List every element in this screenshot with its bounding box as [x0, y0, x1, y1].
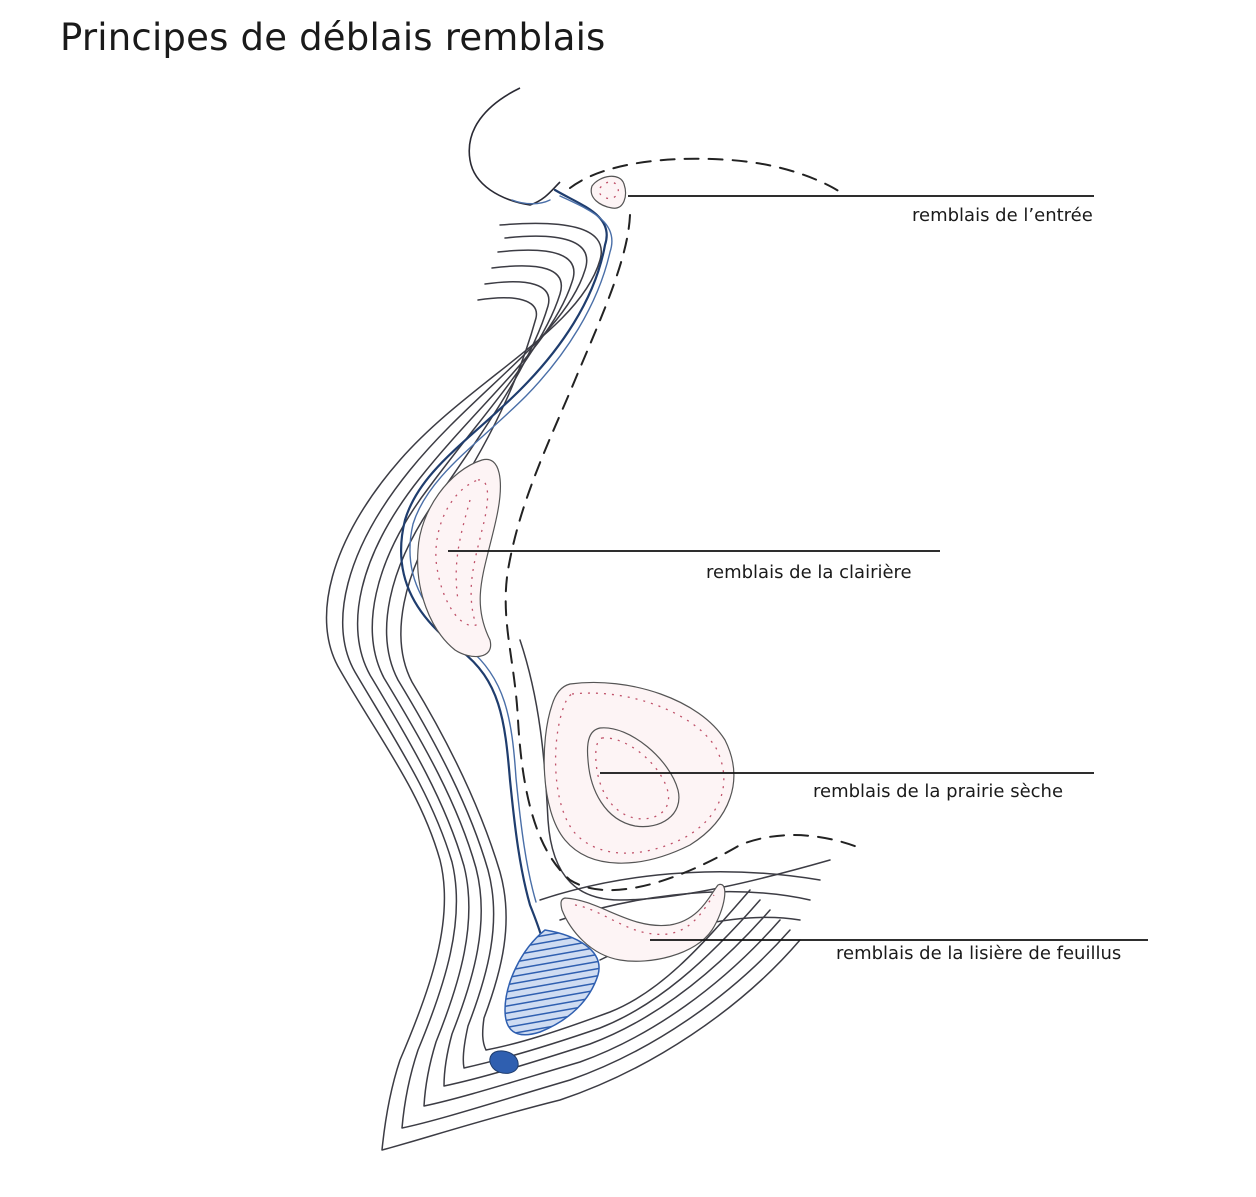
stream-edge: [511, 199, 551, 205]
dashed-path-main: [504, 214, 861, 892]
label-prairie: remblais de la prairie sèche: [813, 781, 1064, 802]
stream-line: [400, 188, 608, 977]
page-title: Principes de déblais remblais: [60, 16, 606, 59]
fill-entree: [590, 175, 627, 209]
label-lisiere: remblais de la lisière de feuillus: [836, 943, 1122, 964]
stream-line-secondary: [409, 195, 613, 903]
pond-hatched: [504, 929, 600, 1036]
label-clairiere: remblais de la clairière: [706, 562, 912, 583]
fill-lisiere: [560, 883, 726, 962]
small-pond: [489, 1050, 519, 1074]
hill-outline: [468, 87, 561, 206]
label-entree: remblais de l’entrée: [912, 205, 1093, 226]
fill-clairiere: [417, 458, 501, 658]
dashed-path-top: [569, 157, 841, 193]
